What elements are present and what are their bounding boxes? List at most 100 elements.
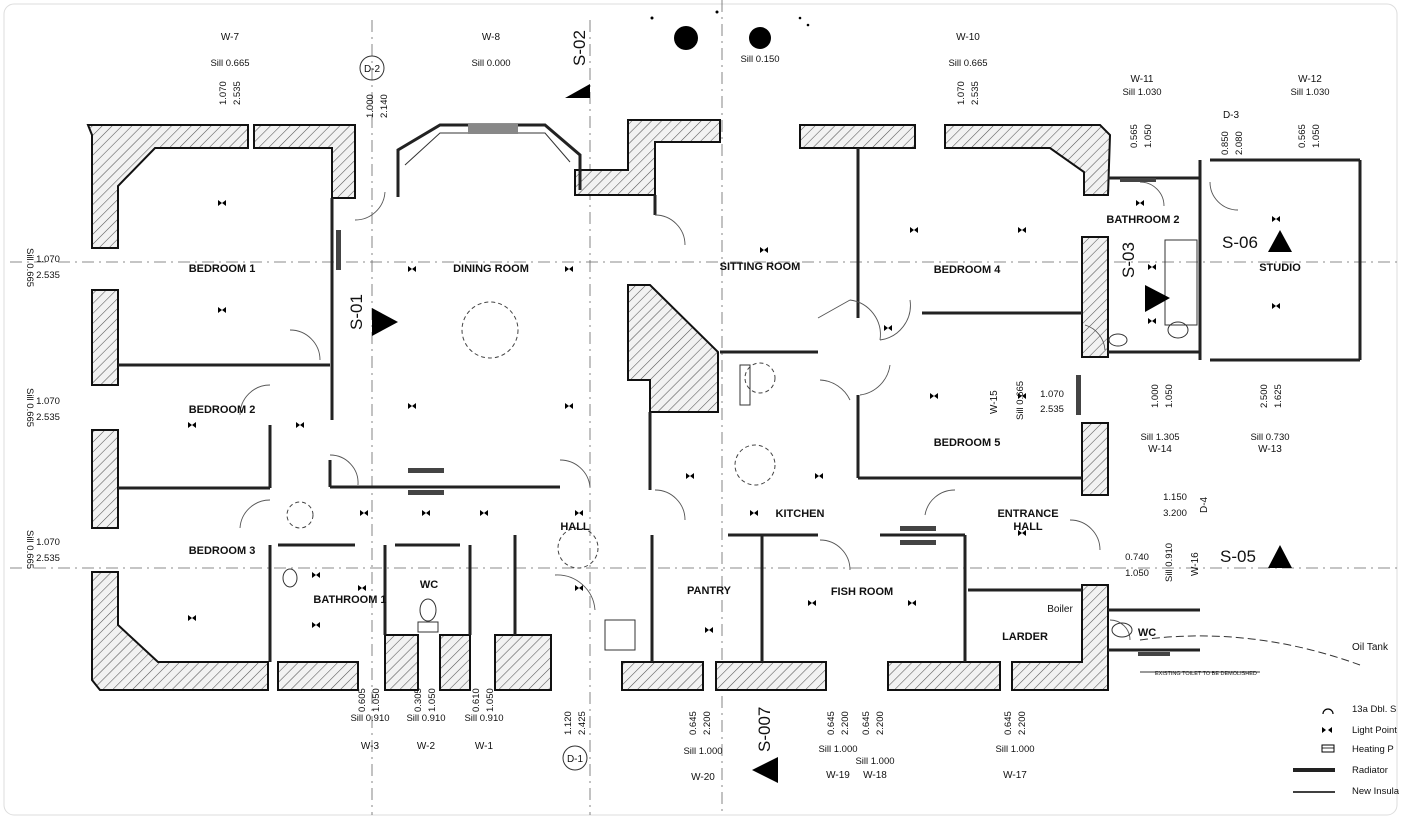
dim-w19-2: 2.200 [840, 711, 851, 735]
dim-w15-2: 2.535 [1040, 404, 1064, 415]
tag-w1: W-1 [475, 741, 494, 752]
dim-w16-1: 0.740 [1125, 552, 1149, 563]
tag-w8: W-8 [482, 32, 501, 43]
sill-w9: Sill 0.150 [740, 54, 779, 65]
sill-w3: Sill 0.910 [350, 713, 389, 724]
exterior-walls [86, 119, 1112, 691]
tag-d3: D-3 [1223, 110, 1240, 121]
sill-w19: Sill 1.000 [818, 744, 857, 755]
sill-w14: Sill 1.305 [1140, 432, 1179, 443]
section-labels: S-01 S-02 S-03 S-05 S-06 S-007 [347, 30, 1258, 752]
dim-d1-2: 2.425 [577, 711, 588, 735]
sill-w16: Sill 0.910 [1164, 543, 1175, 582]
tag-w20: W-20 [691, 772, 715, 783]
tag-w16: W-16 [1190, 552, 1201, 576]
section-s02: S-02 [570, 30, 589, 66]
dim-w2-2: 1.050 [427, 688, 438, 712]
dim-w7-2: 2.535 [232, 81, 243, 105]
section-markers [372, 84, 1292, 783]
section-s05: S-05 [1220, 547, 1256, 566]
dim-w7-1: 1.070 [218, 81, 229, 105]
dim-w11-1: 0.565 [1129, 124, 1140, 148]
dim-w18-1: 0.645 [861, 711, 872, 735]
room-kitchen: KITCHEN [776, 508, 825, 520]
heating-icon [1321, 744, 1335, 753]
room-pantry: PANTRY [687, 585, 732, 597]
legend-label-heating: Heating P [1352, 744, 1394, 755]
dim-w11-2: 1.050 [1143, 124, 1154, 148]
fixtures [282, 239, 1198, 651]
room-fish-room: FISH ROOM [831, 586, 893, 598]
room-bedroom-2: BEDROOM 2 [189, 404, 256, 416]
sheet-border [3, 3, 1398, 816]
room-sitting: SITTING ROOM [720, 261, 801, 273]
left-b-d2: 2.535 [36, 412, 60, 423]
left-c-d2: 2.535 [36, 553, 60, 564]
room-hall: HALL [560, 521, 590, 533]
sill-w10: Sill 0.665 [948, 58, 987, 69]
dim-w3-2: 1.050 [371, 688, 382, 712]
room-entrance-line1: ENTRANCE [997, 508, 1058, 520]
dim-w3-1: 0.605 [357, 688, 368, 712]
exterior-notes: Oil Tank EXISTING TOILET TO BE DEMOLISHE… [1139, 635, 1389, 677]
dim-w10-2: 2.535 [970, 81, 981, 105]
dim-w17-1: 0.645 [1003, 711, 1014, 735]
tag-w2: W-2 [417, 741, 436, 752]
sill-w13: Sill 0.730 [1250, 432, 1289, 443]
legend-label-light: Light Point [1352, 725, 1397, 736]
dim-w17-2: 2.200 [1017, 711, 1028, 735]
light-points [188, 200, 1280, 633]
room-studio: STUDIO [1259, 262, 1301, 274]
sill-w20: Sill 1.000 [683, 746, 722, 757]
tag-w13: W-13 [1258, 444, 1282, 455]
tag-w12: W-12 [1298, 74, 1322, 85]
sill-w1: Sill 0.910 [464, 713, 503, 724]
legend-label-radiator: Radiator [1352, 765, 1388, 776]
bottom-window-tags: 0.605 1.050 Sill 0.910 W-3 0.305 1.050 S… [350, 688, 1034, 783]
room-bedroom-4: BEDROOM 4 [934, 264, 1002, 276]
ceiling-roses [286, 301, 776, 569]
left-a-sill: Sill 0.665 [24, 248, 35, 287]
top-window-tags: W-7 Sill 0.665 1.070 2.535 D-2 1.000 2.1… [210, 32, 1329, 155]
dim-w12-2: 1.050 [1311, 124, 1322, 148]
section-s007: S-007 [755, 707, 774, 752]
left-b-d1: 1.070 [36, 396, 60, 407]
door-swings [239, 181, 1239, 641]
left-a-d2: 2.535 [36, 270, 60, 281]
room-bedroom-5: BEDROOM 5 [934, 437, 1001, 449]
tag-w14: W-14 [1148, 444, 1172, 455]
tag-w15: W-15 [989, 390, 1000, 414]
section-s03: S-03 [1119, 242, 1138, 278]
dim-d3-1: 0.850 [1220, 131, 1231, 155]
dim-w20-1: 0.645 [688, 711, 699, 735]
sill-w7: Sill 0.665 [210, 58, 249, 69]
tag-w11: W-11 [1131, 74, 1154, 85]
room-bathroom-1: BATHROOM 1 [313, 594, 386, 606]
tag-w10: W-10 [956, 32, 980, 43]
room-larder: LARDER [1002, 631, 1048, 643]
socket-icon [1322, 708, 1334, 715]
dim-d2-2: 2.140 [379, 94, 390, 118]
sill-w17: Sill 1.000 [995, 744, 1034, 755]
interior-walls [118, 148, 1362, 662]
room-bedroom-3: BEDROOM 3 [189, 545, 256, 557]
dim-w1-2: 1.050 [485, 688, 496, 712]
left-b-sill: Sill 0.665 [24, 388, 35, 427]
dim-w10-1: 1.070 [956, 81, 967, 105]
sill-w12: Sill 1.030 [1290, 87, 1329, 98]
section-s01: S-01 [347, 294, 366, 330]
dim-d2-1: 1.000 [365, 94, 376, 118]
left-a-d1: 1.070 [36, 254, 60, 265]
dim-w20-2: 2.200 [702, 711, 713, 735]
ink-blots [650, 10, 810, 50]
radiators [336, 178, 1170, 656]
legend-label-insulation: New Insula [1352, 786, 1400, 797]
oil-tank-label: Oil Tank [1352, 642, 1389, 653]
left-c-d1: 1.070 [36, 537, 60, 548]
light-point-icon [1322, 727, 1332, 733]
legend: 13a Dbl. S Light Point Heating P Radiato… [1293, 704, 1400, 797]
tag-d1: D-1 [567, 754, 584, 765]
legend-label-socket: 13a Dbl. S [1352, 704, 1396, 715]
dim-w2-1: 0.305 [413, 688, 424, 712]
